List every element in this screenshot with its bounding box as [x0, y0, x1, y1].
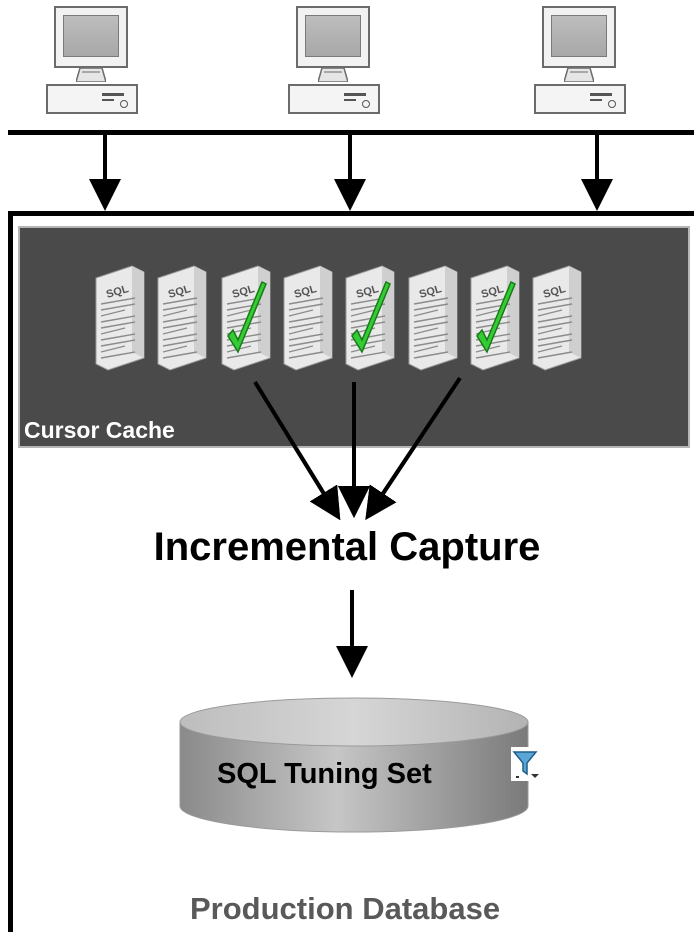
sql-tuning-set-label: SQL Tuning Set [217, 758, 432, 790]
sql-document: SQL [95, 265, 145, 371]
sql-document-captured: SQL [221, 265, 271, 371]
client-computer-2 [288, 6, 380, 116]
checkmark-icon [476, 280, 516, 354]
computer-base [288, 84, 380, 114]
production-database-label: Production Database [190, 891, 501, 926]
computer-base [46, 84, 138, 114]
sql-document: SQL [283, 265, 333, 371]
cursor-cache-label: Cursor Cache [24, 417, 175, 443]
sql-document: SQL [157, 265, 207, 371]
monitor [54, 6, 128, 68]
checkmark-icon [227, 280, 267, 354]
filter-icon [511, 747, 541, 781]
monitor [542, 6, 616, 68]
production-database-frame [8, 211, 694, 932]
sql-document: SQL [532, 265, 582, 371]
checkmark-icon [351, 280, 391, 354]
sql-document-captured: SQL [345, 265, 395, 371]
computer-base [534, 84, 626, 114]
client-computer-3 [534, 6, 626, 116]
client-computer-1 [46, 6, 138, 116]
incremental-capture-label: Incremental Capture [153, 525, 541, 569]
sql-document-captured: SQL [470, 265, 520, 371]
sql-document: SQL [408, 265, 458, 371]
database-cylinder-icon [179, 697, 529, 833]
monitor [296, 6, 370, 68]
network-line [8, 130, 694, 135]
